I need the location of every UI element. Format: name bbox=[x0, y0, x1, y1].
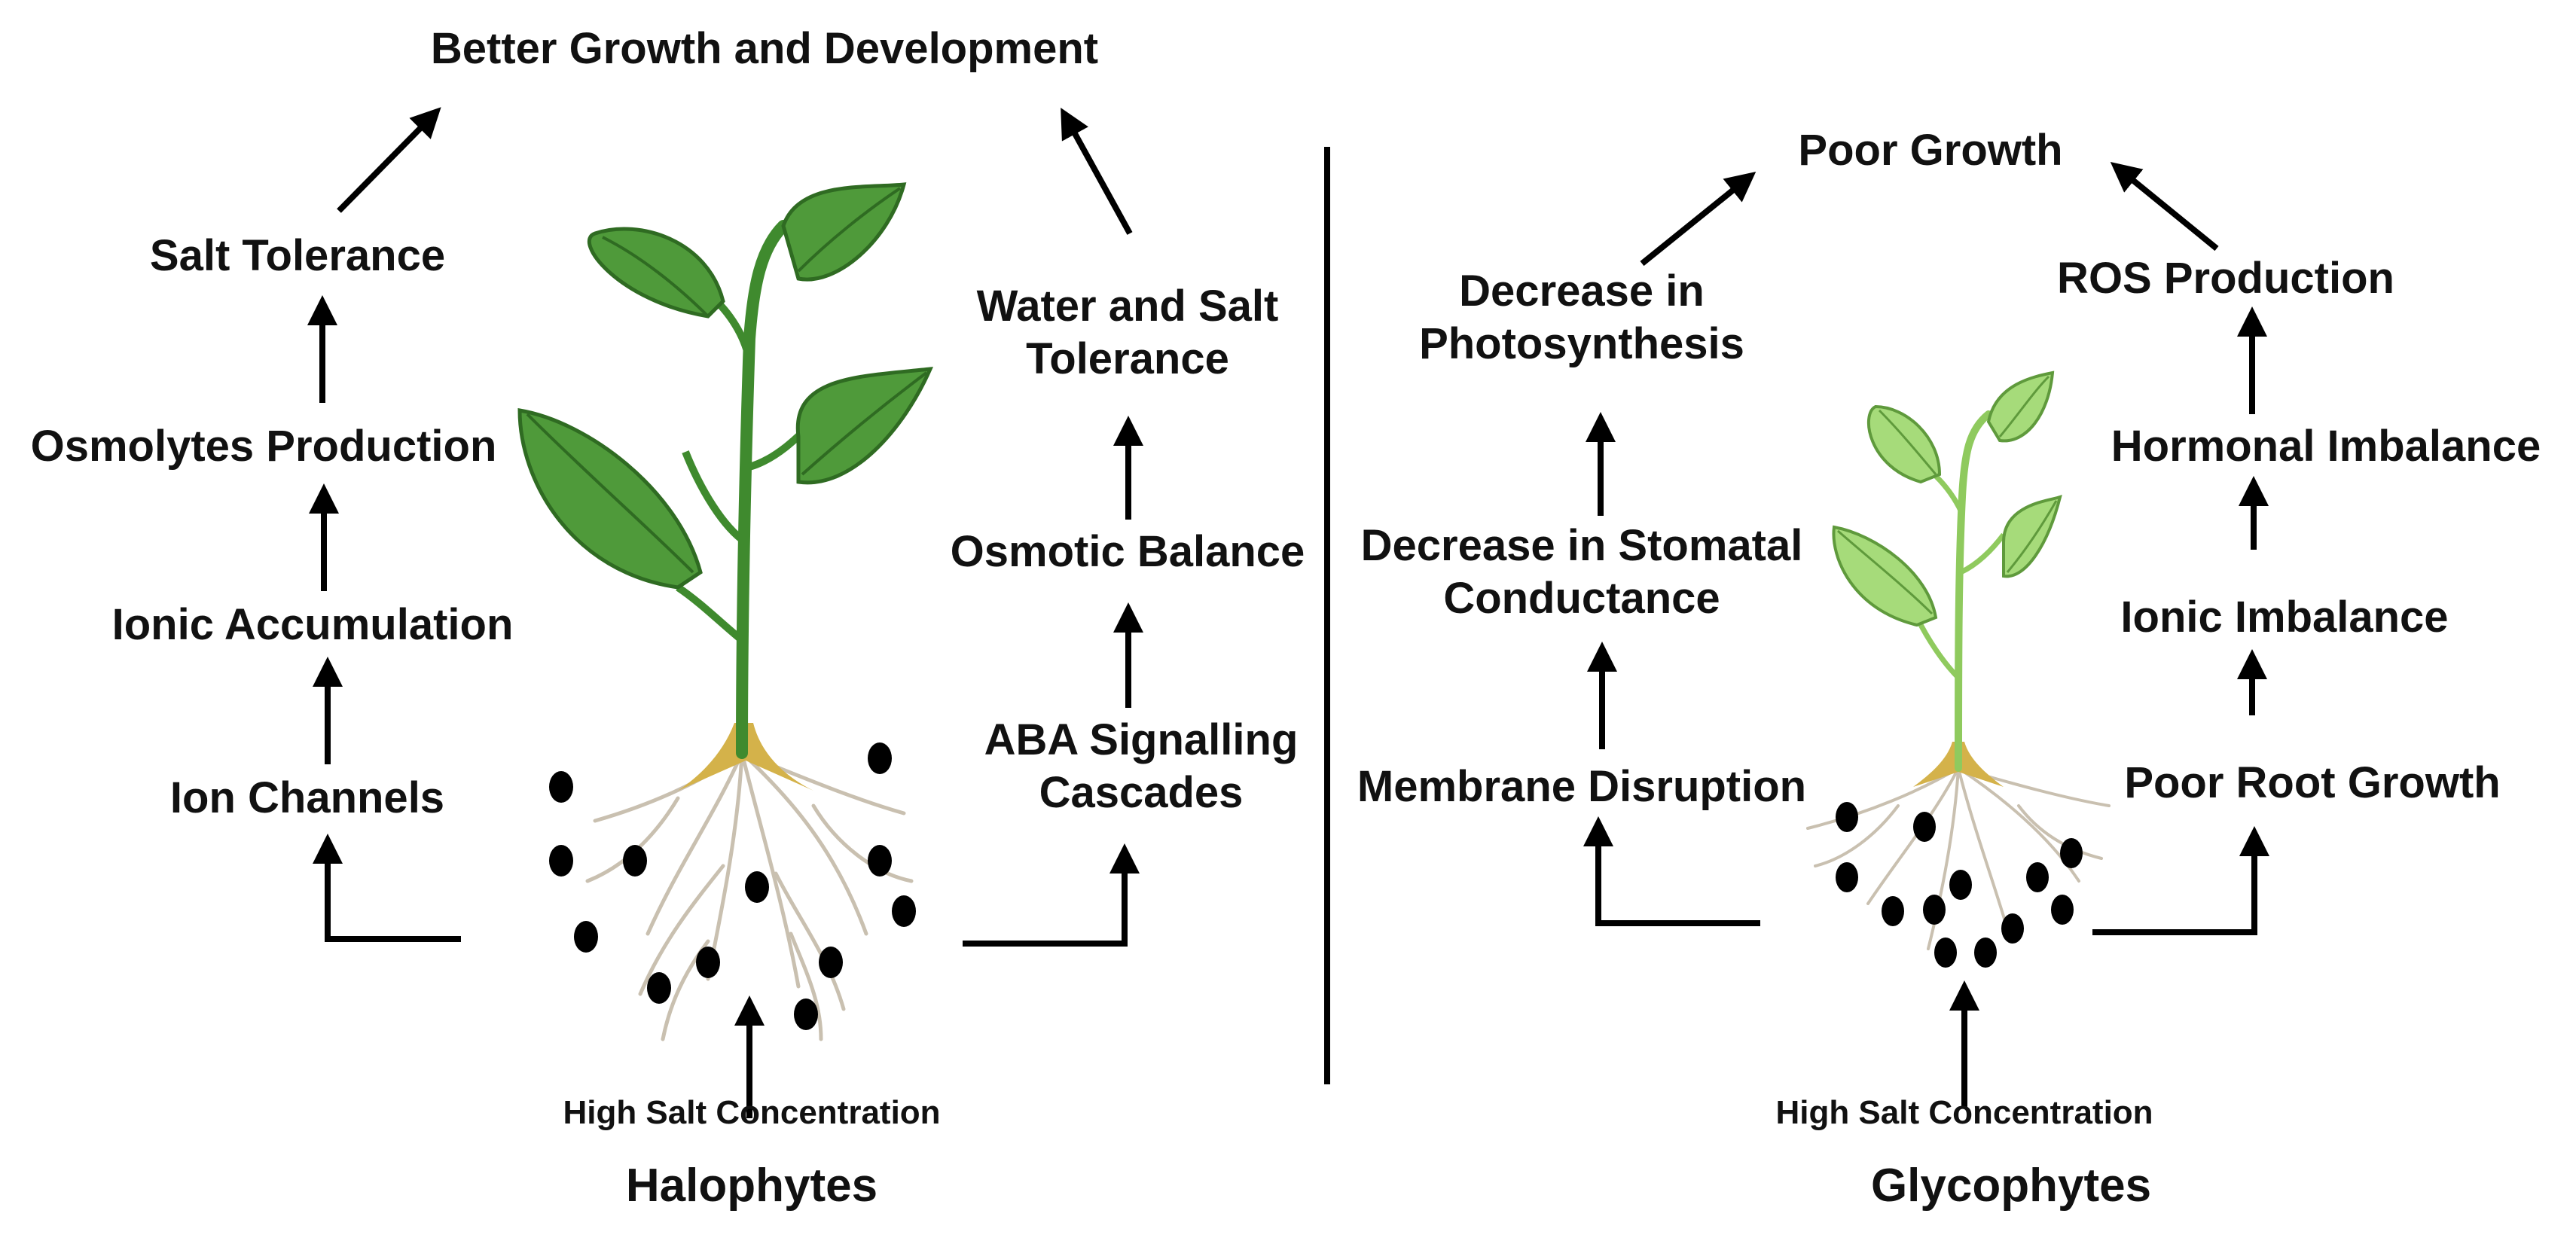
halo-aba-line-1: ABA Signalling bbox=[984, 715, 1299, 764]
glyco-group-label: Glycophytes bbox=[1870, 1160, 2152, 1212]
arrow-photosynthesis-to-poor-growth bbox=[1640, 171, 1757, 267]
arrow-glyco-root-to-poor-root bbox=[2092, 826, 2269, 935]
halophyte-leaves bbox=[517, 182, 934, 590]
glyco-stomatal-line-2: Conductance bbox=[1443, 573, 1720, 623]
halo-water-salt-label: Water and Salt Tolerance bbox=[977, 280, 1279, 385]
arrow-halo-root-to-aba bbox=[963, 843, 1140, 947]
halophyte-stem bbox=[736, 220, 789, 759]
glyco-ionic-imbalance-label: Ionic Imbalance bbox=[2120, 593, 2449, 642]
halophyte-salt-particles bbox=[549, 742, 916, 1030]
glyco-stomatal-label: Decrease in Stomatal Conductance bbox=[1361, 520, 1803, 624]
arrow-halo-root-to-ion-channels bbox=[313, 834, 461, 942]
glyco-poor-root-label: Poor Root Growth bbox=[2124, 758, 2501, 807]
halo-stimulus-label: High Salt Concentration bbox=[563, 1094, 941, 1131]
glyco-outcome-label: Poor Growth bbox=[1798, 126, 2063, 175]
halo-osmotic-balance-label: Osmotic Balance bbox=[950, 527, 1305, 576]
glyco-photosynthesis-label: Decrease in Photosynthesis bbox=[1419, 265, 1744, 370]
glyco-hormonal-label: Hormonal Imbalance bbox=[2111, 422, 2541, 471]
arrow-glyco-root-to-membrane bbox=[1583, 816, 1760, 926]
halo-water-salt-line-1: Water and Salt bbox=[976, 282, 1279, 331]
halo-water-salt-line-2: Tolerance bbox=[1026, 334, 1229, 383]
arrow-water-salt-to-better-growth bbox=[1061, 107, 1133, 235]
halo-ion-channels-label: Ion Channels bbox=[169, 773, 445, 822]
glycophyte-salt-particles bbox=[1836, 802, 2083, 968]
glycophyte-leaves bbox=[1832, 370, 2062, 627]
glyco-membrane-label: Membrane Disruption bbox=[1357, 762, 1807, 811]
glyco-photosynthesis-line-2: Photosynthesis bbox=[1419, 319, 1744, 368]
glyco-photosynthesis-line-1: Decrease in bbox=[1459, 267, 1705, 316]
halo-group-label: Halophytes bbox=[625, 1160, 878, 1212]
arrows bbox=[307, 107, 2269, 1118]
halophyte-plant bbox=[517, 182, 934, 1041]
glyco-stimulus-label: High Salt Concentration bbox=[1775, 1094, 2153, 1131]
halo-outcome-label: Better Growth and Development bbox=[430, 24, 1099, 73]
halo-ionic-accumulation-label: Ionic Accumulation bbox=[111, 600, 514, 649]
arrow-ros-to-poor-growth bbox=[2110, 161, 2219, 252]
glyco-stomatal-line-1: Decrease in Stomatal bbox=[1360, 521, 1803, 570]
halo-aba-line-2: Cascades bbox=[1039, 767, 1244, 817]
halo-salt-tolerance-label: Salt Tolerance bbox=[149, 231, 446, 280]
glycophyte-plant bbox=[1806, 370, 2111, 950]
arrow-salt-tolerance-to-better-growth bbox=[337, 107, 441, 213]
glyco-ros-label: ROS Production bbox=[2057, 254, 2394, 303]
halo-aba-label: ABA Signalling Cascades bbox=[984, 714, 1299, 819]
glycophyte-stem bbox=[1955, 410, 1992, 772]
halo-osmolytes-label: Osmolytes Production bbox=[30, 422, 497, 471]
